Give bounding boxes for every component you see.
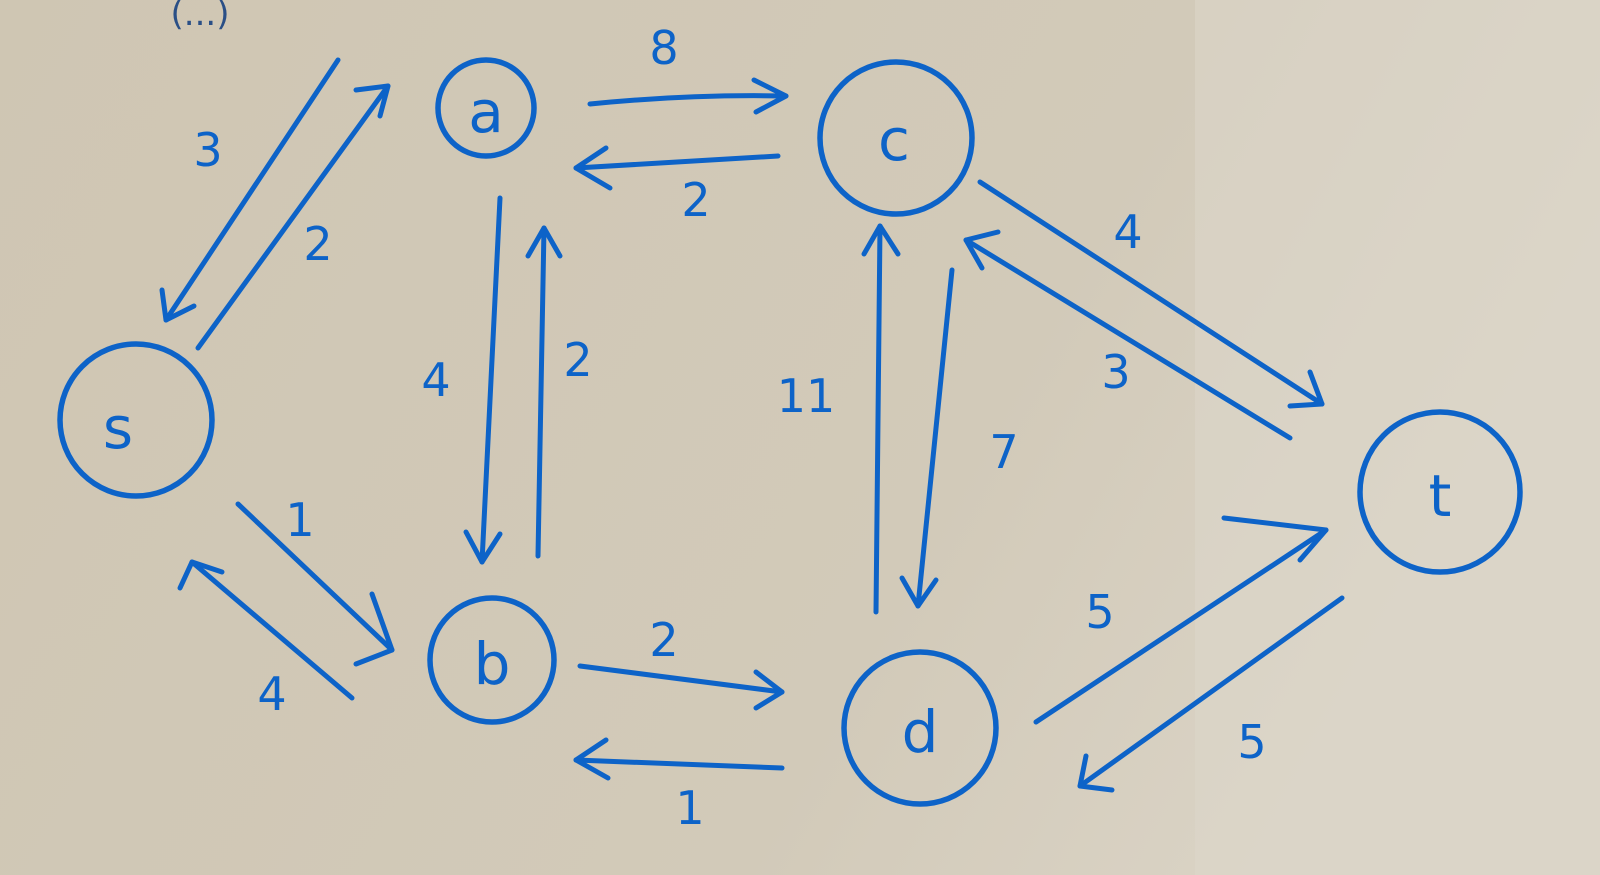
node-a-label: a bbox=[468, 78, 504, 146]
edge-d-to-c: 11 bbox=[777, 223, 901, 615]
edge-a-to-s-weight: 3 bbox=[193, 123, 222, 177]
edge-c-to-a-weight: 2 bbox=[681, 173, 710, 227]
edge-a-to-s: 3 bbox=[159, 57, 341, 323]
edge-t-to-c-weight: 3 bbox=[1101, 345, 1130, 399]
edge-a-to-c-weight: 8 bbox=[649, 21, 678, 75]
edge-t-to-d: 5 bbox=[1077, 595, 1345, 793]
edge-b-to-s-weight: 4 bbox=[257, 667, 286, 721]
node-s-label: s bbox=[103, 394, 133, 462]
edge-c-to-t-weight: 4 bbox=[1113, 205, 1142, 259]
edge-d-to-b: 1 bbox=[573, 737, 785, 835]
edge-d-to-t-weight: 5 bbox=[1085, 585, 1114, 639]
edge-a-to-b: 4 bbox=[421, 195, 503, 565]
edge-s-to-b: 1 bbox=[235, 493, 395, 667]
edge-c-to-d: 7 bbox=[899, 267, 1019, 609]
node-b: b bbox=[427, 595, 557, 725]
edge-c-to-d-weight: 7 bbox=[989, 425, 1018, 479]
node-t-label: t bbox=[1429, 462, 1452, 530]
edge-b-to-s: 4 bbox=[177, 559, 355, 721]
edge-d-to-b-weight: 1 bbox=[675, 781, 704, 835]
node-a: a bbox=[435, 57, 537, 159]
edge-t-to-d-weight: 5 bbox=[1237, 715, 1266, 769]
edge-t-to-c: 3 bbox=[963, 229, 1293, 441]
edge-b-to-a-weight: 2 bbox=[563, 333, 592, 387]
node-s: s bbox=[57, 341, 215, 499]
edge-a-to-c: 8 bbox=[587, 21, 789, 115]
edge-d-to-t: 5 bbox=[1033, 515, 1329, 725]
node-b-label: b bbox=[474, 630, 511, 698]
edge-a-to-b-weight: 4 bbox=[421, 353, 450, 407]
edge-d-to-c-weight: 11 bbox=[777, 369, 836, 423]
edge-s-to-a-weight: 2 bbox=[303, 217, 332, 271]
node-c-label: c bbox=[878, 106, 910, 174]
node-d: d bbox=[841, 649, 999, 807]
edge-b-to-d-weight: 2 bbox=[649, 613, 678, 667]
node-t: t bbox=[1357, 409, 1523, 575]
edge-b-to-a: 2 bbox=[525, 225, 593, 559]
edge-c-to-a: 2 bbox=[573, 145, 781, 227]
edge-s-to-a: 2 bbox=[195, 83, 391, 351]
edge-s-to-b-weight: 1 bbox=[285, 493, 314, 547]
edge-b-to-d: 2 bbox=[577, 613, 785, 711]
node-c: c bbox=[817, 59, 975, 217]
node-d-label: d bbox=[902, 698, 939, 766]
corner-ellipsis-text: (...) bbox=[171, 0, 230, 34]
edge-c-to-t: 4 bbox=[977, 179, 1325, 409]
